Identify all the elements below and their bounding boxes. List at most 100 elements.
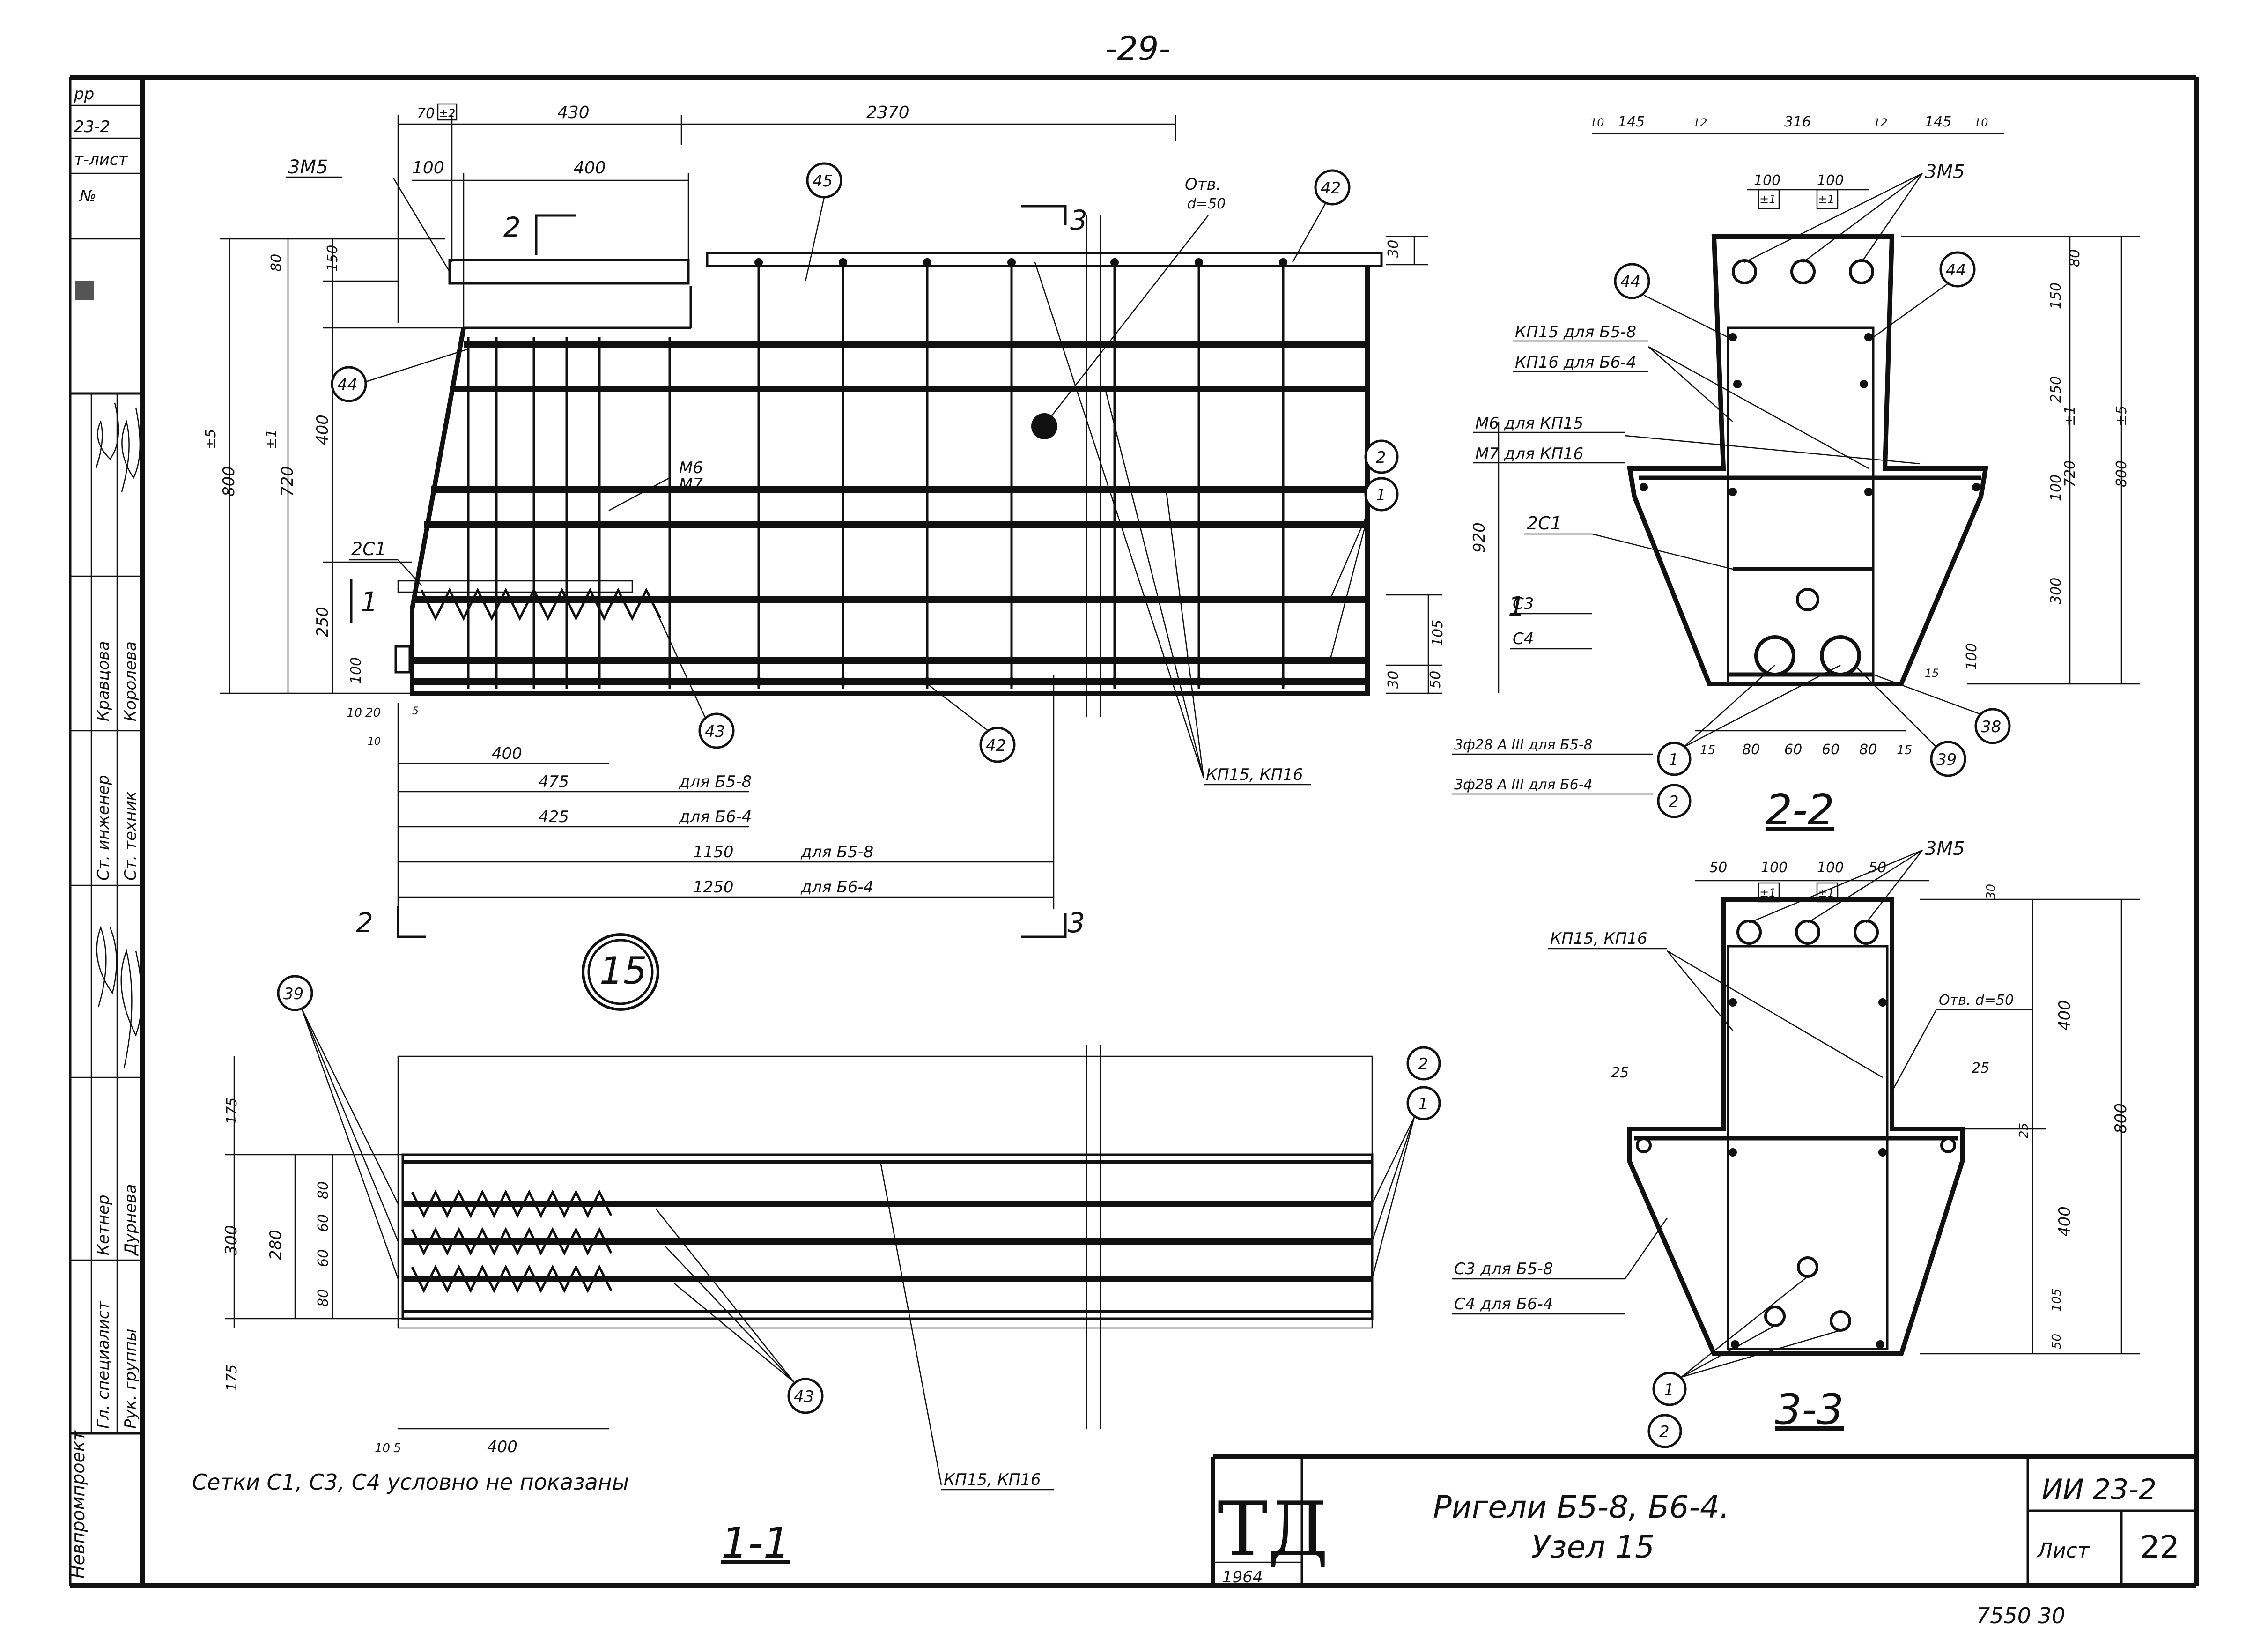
callout-1-2-2: 1 (1669, 750, 1679, 769)
main-elevation-view: 3М5 (203, 103, 1525, 1011)
strip-text-3: т-лист (74, 150, 128, 169)
dim-3-3-50: 50 (2050, 1334, 2064, 1349)
dim-2-2-tol-a: ±1 (1759, 193, 1776, 206)
dim-175-top: 175 (224, 1098, 240, 1124)
sheet-number: 22 (2140, 1529, 2179, 1565)
callout-44: 44 (337, 376, 357, 394)
note-1150: для Б5-8 (800, 843, 873, 861)
plate-3m5 (448, 259, 690, 285)
note-1250: для Б6-4 (800, 878, 873, 897)
bar-section-dots (754, 258, 1287, 686)
bottom-dimensions (397, 675, 1055, 909)
logo-td: ТД (1218, 1485, 1329, 1573)
spiral-coils-1-1 (411, 1189, 613, 1293)
drawing-title-line2: Узел 15 (1531, 1529, 1655, 1565)
strip-name-koroleva: Королева (121, 641, 140, 721)
dim-2-2-10a: 10 (1590, 116, 1604, 129)
node-number-15: 15 (599, 949, 647, 993)
dim-2-2-tol-b: ±1 (1818, 193, 1834, 206)
label-kp15-b5-8: КП15 для Б5-8 (1515, 323, 1636, 341)
label-3f28-b5-8: 3ф28 А III для Б5-8 (1454, 737, 1593, 753)
callout-43-1-1: 43 (794, 1387, 814, 1406)
bar-note-1-1: КП15, КП16 (944, 1470, 1041, 1489)
left-dimensions (220, 238, 464, 694)
callout-43-main: 43 (705, 722, 725, 741)
spiral-coils (420, 587, 662, 621)
dim-2-2-100a: 100 (1754, 172, 1780, 189)
dim-2370: 2370 (866, 103, 909, 122)
dim-20-left: 20 (365, 706, 381, 720)
dim-2-2-150: 150 (2048, 282, 2064, 309)
section-title-2-2: 2-2 (1766, 786, 1834, 835)
top-dimensions (397, 115, 1176, 328)
dim-2-2-12b: 12 (1873, 116, 1888, 129)
dim-60-a: 60 (315, 1214, 332, 1232)
callout-45: 45 (813, 172, 833, 191)
strip-org-name: Нeвпромпроект (68, 1430, 89, 1579)
dim-400-left: 400 (313, 415, 332, 445)
note-meshes: Сетки С1, С3, С4 условно не показаны (192, 1469, 629, 1495)
dim-2-2-145a: 145 (1618, 114, 1645, 130)
dim-1150: 1150 (693, 843, 734, 861)
section-mark-1-left: 1 (361, 586, 378, 618)
dim-2-2-b80b: 80 (1859, 742, 1877, 758)
dim-3-3-50b: 50 (1869, 860, 1886, 876)
label-m6-kp15: М6 для КП15 (1475, 414, 1583, 433)
strip-name-durneva: Дурнева (121, 1184, 140, 1256)
dim-3-3-50a: 50 (1709, 860, 1727, 876)
stirrups (467, 267, 1285, 689)
dim-2-2-15: 15 (1925, 667, 1939, 680)
dim-2-2-b15a: 15 (1700, 743, 1715, 757)
dim-1250: 1250 (693, 878, 734, 897)
callout-42-top: 42 (1321, 179, 1341, 198)
label-3-3-hole: Отв. d=50 (1939, 992, 2014, 1009)
dim-430: 430 (557, 103, 590, 122)
callout-1-3-3: 1 (1664, 1380, 1674, 1399)
dim-2-2-100: 100 (2048, 475, 2064, 501)
label-2c1: 2С1 (351, 539, 386, 559)
label-kp16-b6-4: КП16 для Б6-4 (1515, 353, 1636, 372)
dim-80-a: 80 (315, 1181, 332, 1199)
callout-1-1-1: 1 (1418, 1095, 1428, 1113)
dim-80-left: 80 (268, 254, 285, 272)
dim-2-2-b80a: 80 (1742, 742, 1760, 758)
label-2-2-3m5: 3М5 (1925, 161, 1965, 183)
callout-2-1-1: 2 (1418, 1055, 1428, 1074)
dim-105: 105 (1430, 620, 1446, 646)
section-2-2: 10 145 12 316 12 145 10 100 100 ±1 ±1 3М… (1452, 114, 2140, 835)
dim-3-3-105: 105 (2050, 1288, 2064, 1312)
dim-3-3-400a: 400 (2055, 1000, 2074, 1031)
note-475: для Б5-8 (679, 772, 752, 791)
dim-2-2-b15b: 15 (1897, 743, 1912, 757)
callout-2-main: 2 (1376, 448, 1386, 467)
dim-400-top: 400 (574, 158, 606, 178)
dim-400-1-1: 400 (487, 1438, 517, 1456)
dim-2-2-800: 800 (2113, 460, 2130, 487)
dim-800-left: 800 (220, 466, 238, 497)
callout-1-main: 1 (1376, 486, 1386, 504)
label-3-3-kp: КП15, КП16 (1550, 929, 1647, 948)
sheet-label: Лист (2036, 1539, 2090, 1563)
section-title-1-1: 1-1 (721, 1519, 790, 1568)
label-3m5: 3М5 (288, 156, 328, 178)
dim-2-2-10b: 10 (1974, 116, 1988, 129)
year: 1964 (1222, 1568, 1263, 1587)
strip-text-2: 23-2 (74, 118, 110, 136)
section-mark-2-bottom: 2 (356, 907, 373, 939)
dim-2-2-720: 720 (2062, 460, 2078, 487)
dim-tol-2: ±2 (439, 107, 455, 120)
strip-name-kravtsova: Кравцова (94, 641, 113, 721)
dim-2-2-12a: 12 (1693, 116, 1707, 129)
dim-3-3-800: 800 (2112, 1103, 2130, 1134)
label-c4: С4 (1513, 630, 1534, 648)
label-2-2-2c1: 2С1 (1527, 513, 1562, 534)
dim-150-left: 150 (325, 245, 341, 272)
label-3-3-c4: С4 для Б6-4 (1454, 1295, 1553, 1313)
callout-2-3-3: 2 (1659, 1423, 1670, 1441)
dim-10-1-1: 10 (375, 1441, 390, 1455)
section-title-3-3: 3-3 (1775, 1385, 1844, 1434)
strip-role-specialist: Гл. специалист (94, 1300, 113, 1429)
dim-920: 920 (1470, 522, 1489, 553)
dim-3-3-100b: 100 (1817, 860, 1844, 876)
section-mark-2-top: 2 (503, 211, 521, 243)
